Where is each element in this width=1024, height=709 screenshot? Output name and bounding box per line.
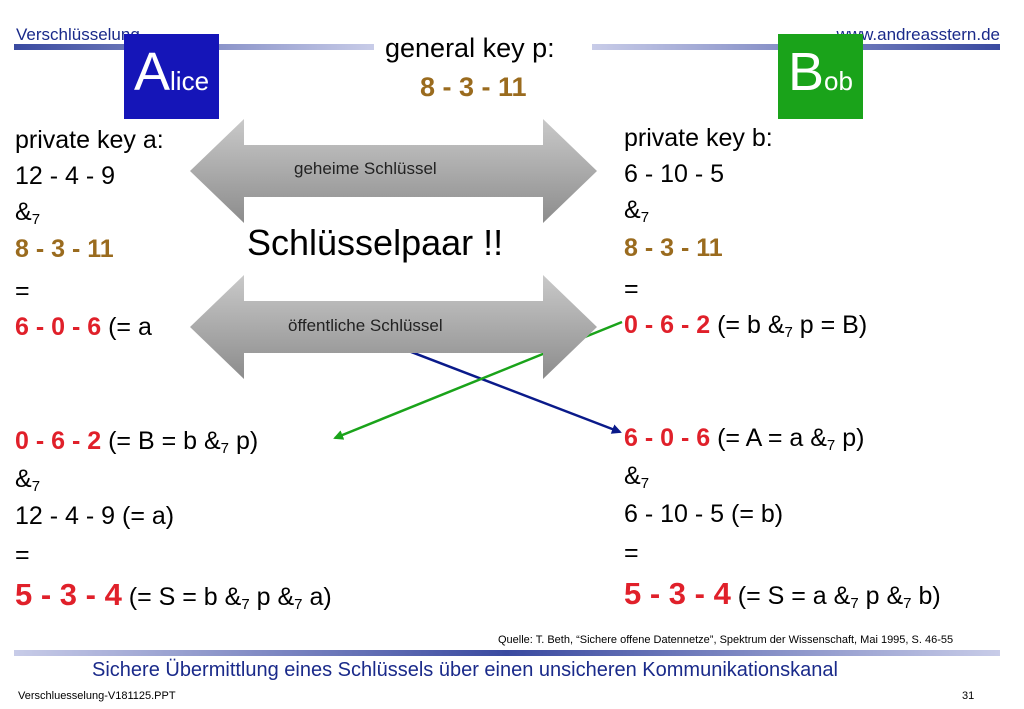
bob-private-key-value: 6 - 10 - 5 — [624, 160, 725, 188]
bob-shared-secret: 5 - 3 - 4 (= S = a &7 p &7 b) — [624, 576, 941, 612]
secret-keys-label: geheime Schlüssel — [294, 159, 437, 178]
bob-public-result: 0 - 6 - 2 (= b &7 p = B) — [624, 311, 868, 341]
key-pair-title: Schlüsselpaar !! — [247, 222, 504, 263]
source-citation: Quelle: T. Beth, “Sichere offene Datenne… — [498, 634, 954, 646]
general-key-value: 8 - 3 - 11 — [420, 72, 527, 102]
bottom-double-arrow — [190, 275, 597, 379]
bob-operator: &7 — [624, 196, 650, 226]
bob-received-key: 6 - 0 - 6 (= A = a &7 p) — [624, 424, 865, 454]
header-right-url: www.andreasstern.de — [836, 25, 1000, 44]
footer-title: Sichere Übermittlung eines Schlüssels üb… — [92, 659, 838, 681]
alice-private-key-repeat: 12 - 4 - 9 (= a) — [15, 502, 175, 530]
alice-badge: Alice — [124, 34, 220, 119]
footer-filename: Verschluesselung-V181125.PPT — [18, 690, 176, 702]
bob-badge: Bob — [778, 34, 863, 119]
alice-public-result: 6 - 0 - 6 (= a — [15, 313, 152, 341]
alice-private-key-value: 12 - 4 - 9 — [15, 162, 116, 190]
footer-bar — [14, 650, 1000, 656]
bob-equals-2: = — [624, 539, 639, 567]
public-keys-label: öffentliche Schlüssel — [288, 316, 443, 335]
bob-equals: = — [624, 275, 639, 303]
alice-shared-secret: 5 - 3 - 4 (= S = b &7 p &7 a) — [15, 577, 332, 613]
navy-transfer-line — [379, 338, 622, 434]
alice-equals-2: = — [15, 541, 30, 569]
alice-equals: = — [15, 277, 30, 305]
alice-private-key-label: private key a: — [15, 126, 164, 154]
top-double-arrow — [190, 119, 597, 223]
page-number: 31 — [962, 690, 975, 702]
bob-operator-2: &7 — [624, 462, 650, 492]
alice-general-key-value: 8 - 3 - 11 — [15, 235, 114, 263]
bob-private-key-repeat: 6 - 10 - 5 (= b) — [624, 500, 784, 528]
bob-general-key-value: 8 - 3 - 11 — [624, 234, 723, 262]
bob-private-key-label: private key b: — [624, 124, 773, 152]
alice-operator-2: &7 — [15, 465, 41, 495]
alice-received-key: 0 - 6 - 2 (= B = b &7 p) — [15, 427, 259, 457]
general-key-label: general key p: — [385, 33, 555, 63]
header-left-title: Verschlüsselung — [16, 25, 140, 44]
alice-operator: &7 — [15, 198, 41, 228]
